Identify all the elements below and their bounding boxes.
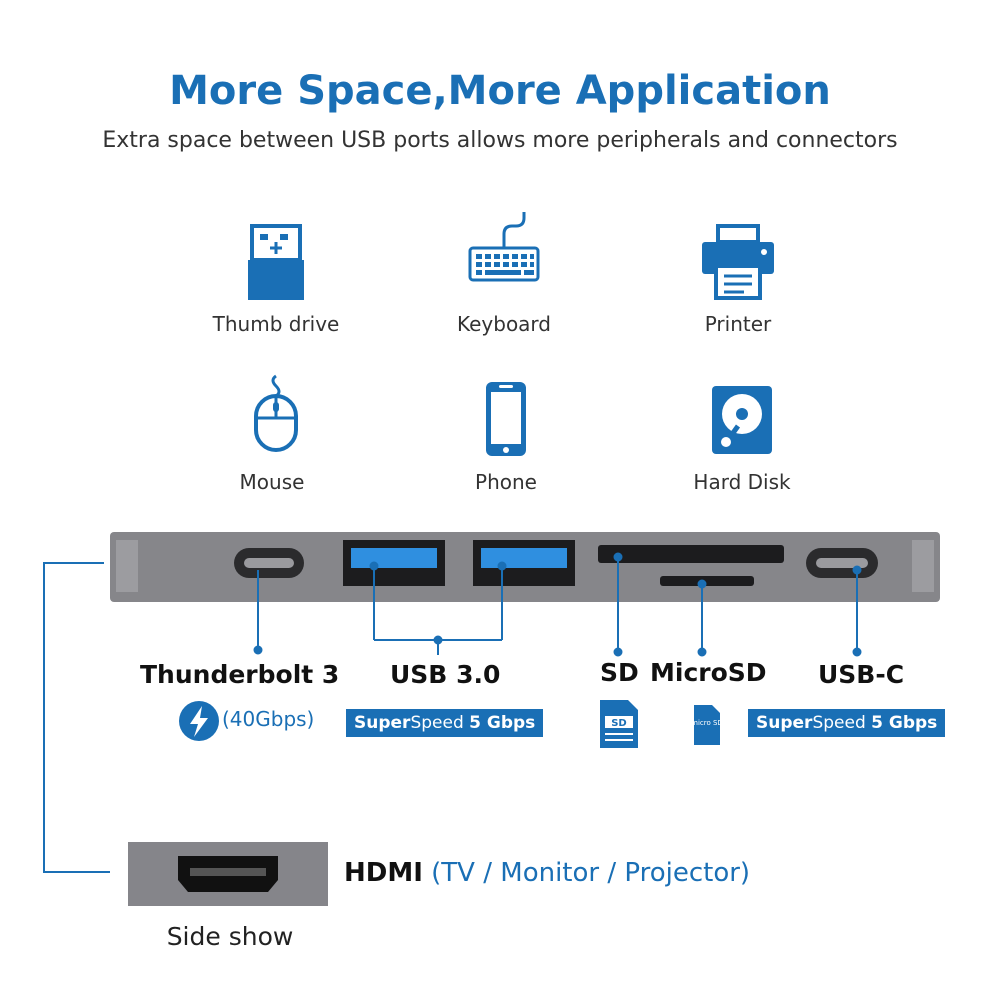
hard-disk-icon: [702, 382, 782, 462]
device-label-mouse: Mouse: [239, 470, 305, 494]
usbc-badge-prefix: Super: [756, 713, 813, 733]
hdmi-caption: Side show: [166, 922, 294, 951]
microsd-label: MicroSD: [650, 658, 767, 687]
printer-icon: [698, 222, 778, 302]
page-title: More Space,More Application: [169, 68, 831, 114]
device-label-thumb-drive: Thumb drive: [212, 312, 340, 336]
sd-card-icon: SD: [598, 698, 640, 750]
device-label-keyboard: Keyboard: [456, 312, 551, 336]
hdmi-text: HDMI (TV / Monitor / Projector): [344, 858, 750, 888]
thunderbolt-label: Thunderbolt 3: [140, 660, 340, 689]
microsd-slot: [660, 576, 754, 586]
svg-text:SD: SD: [611, 718, 627, 729]
usbc-speed-badge: SuperSpeed 5 Gbps: [748, 709, 946, 737]
usb3-badge-mid: Speed: [410, 713, 464, 733]
sd-label: SD: [600, 658, 639, 687]
hdmi-port: [178, 856, 278, 892]
device-label-phone: Phone: [475, 470, 537, 494]
thumb-drive-icon: [236, 222, 316, 302]
device-label-printer: Printer: [704, 312, 772, 336]
mouse-icon: [236, 372, 316, 452]
hdmi-detail: (TV / Monitor / Projector): [431, 858, 751, 888]
hub-right-cap: [912, 540, 934, 592]
usb3-badge-suffix: 5 Gbps: [469, 713, 536, 733]
phone-icon: [466, 380, 546, 460]
microsd-card-icon: micro SD: [692, 703, 722, 747]
usb3-badge-prefix: Super: [354, 713, 411, 733]
usbc-label: USB-C: [818, 660, 905, 689]
usb3-label: USB 3.0: [390, 660, 501, 689]
usbc-badge-suffix: 5 Gbps: [871, 713, 938, 733]
thunderbolt-speed: (40Gbps): [222, 707, 315, 731]
usbc-badge-mid: Speed: [812, 713, 866, 733]
keyboard-icon: [464, 208, 544, 288]
hdmi-side-panel: [128, 842, 328, 906]
page-subtitle: Extra space between USB ports allows mor…: [102, 128, 898, 153]
hdmi-label: HDMI: [344, 858, 423, 888]
usb3-speed-badge: SuperSpeed 5 Gbps: [346, 709, 544, 737]
sd-slot: [598, 545, 784, 563]
microsd-icon-text: micro SD: [692, 719, 722, 727]
thunderbolt-icon: [178, 700, 220, 742]
device-label-hard-disk: Hard Disk: [693, 470, 791, 494]
hub-left-cap: [116, 540, 138, 592]
